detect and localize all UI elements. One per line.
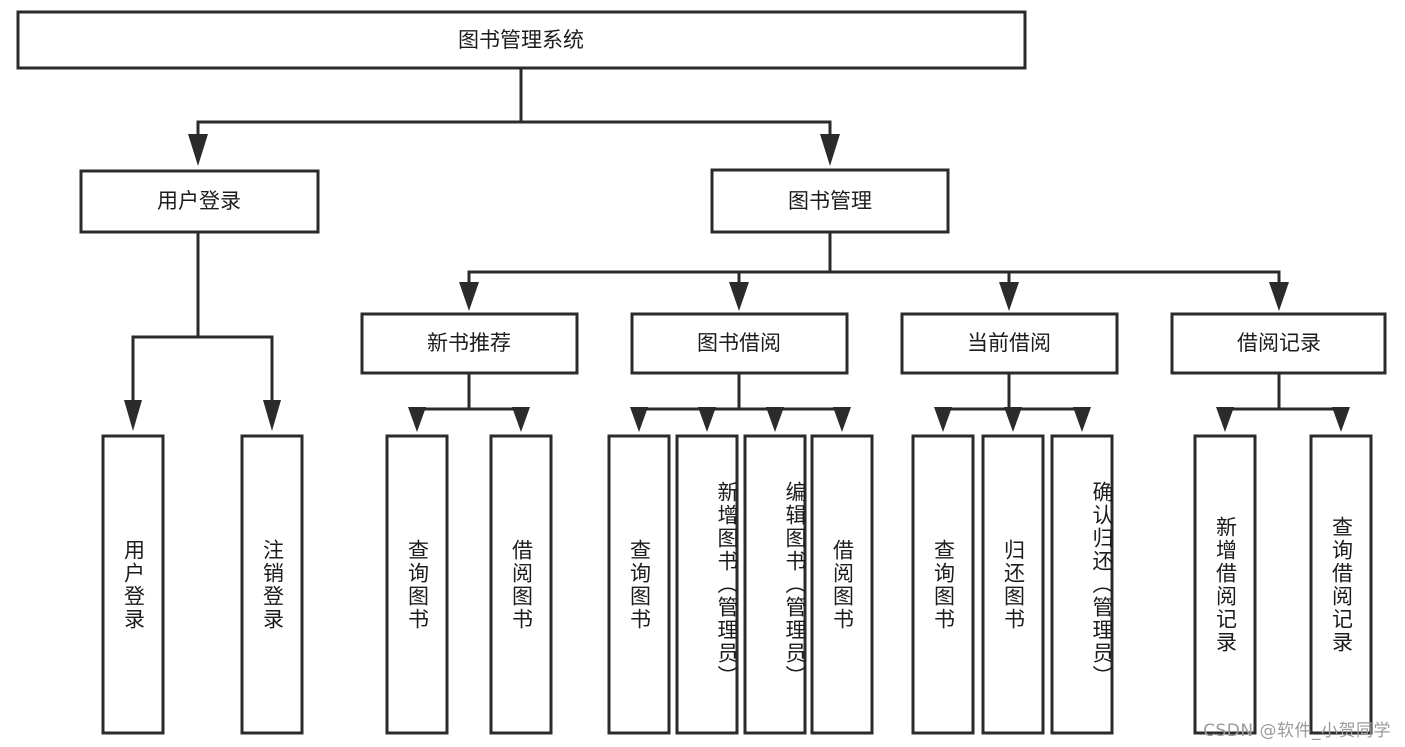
node-box-leaf-1[interactable] bbox=[101, 434, 165, 735]
node-label-bookmgmt: 图书管理 bbox=[788, 189, 872, 213]
node-box-leaf-12[interactable] bbox=[1193, 434, 1257, 735]
connector-group-root bbox=[188, 66, 840, 166]
node-label-records: 借阅记录 bbox=[1237, 331, 1321, 355]
node-box-newbook[interactable] bbox=[360, 312, 579, 375]
arrow-head-leaf-9 bbox=[934, 407, 952, 432]
arrow-head-records bbox=[1269, 282, 1289, 311]
node-box-root[interactable] bbox=[16, 10, 1027, 70]
node-box-leaf-8[interactable] bbox=[810, 434, 874, 735]
connector-group-newbook bbox=[408, 371, 530, 432]
node-boxes bbox=[16, 10, 1387, 735]
arrow-head-leaf-2 bbox=[263, 400, 281, 431]
node-box-leaf-7[interactable] bbox=[743, 434, 807, 735]
connector-group-records bbox=[1216, 371, 1350, 432]
arrow-head-leaf-11 bbox=[1073, 407, 1091, 432]
node-label-root: 图书管理系统 bbox=[458, 28, 584, 52]
arrow-head-leaf-5 bbox=[630, 407, 648, 432]
connector-group-borrow bbox=[630, 371, 851, 432]
arrow-head-newbook bbox=[459, 282, 479, 311]
watermark-text: CSDN @软件_小贺同学 bbox=[1203, 721, 1391, 741]
node-box-leaf-2[interactable] bbox=[240, 434, 304, 735]
arrow-head-leaf-13 bbox=[1332, 407, 1350, 432]
node-labels-horizontal: 图书管理系统 用户登录 图书管理 新书推荐 图书借阅 当前借阅 借阅记录 bbox=[157, 28, 1321, 355]
arrow-head-leaf-6 bbox=[698, 407, 716, 432]
node-box-current[interactable] bbox=[900, 312, 1119, 375]
arrow-head-leaf-4 bbox=[512, 407, 530, 432]
node-box-borrow[interactable] bbox=[630, 312, 849, 375]
arrow-head-leaf-7 bbox=[766, 407, 784, 432]
arrow-head-leaf-3 bbox=[408, 407, 426, 432]
arrow-head-current bbox=[999, 282, 1019, 311]
node-box-leaf-4[interactable] bbox=[489, 434, 553, 735]
arrow-head-leaf-12 bbox=[1216, 407, 1234, 432]
node-box-login[interactable] bbox=[79, 169, 320, 234]
arrow-head-bookmgmt bbox=[820, 134, 840, 166]
connector-group-current bbox=[934, 371, 1091, 432]
node-box-bookmgmt[interactable] bbox=[710, 168, 950, 234]
node-box-leaf-13[interactable] bbox=[1309, 434, 1373, 735]
node-box-leaf-11[interactable] bbox=[1050, 434, 1114, 735]
node-box-leaf-5[interactable] bbox=[607, 434, 671, 735]
connector-group-login bbox=[124, 230, 281, 431]
arrow-head-leaf-1 bbox=[124, 400, 142, 431]
arrow-head-borrow bbox=[729, 282, 749, 311]
arrow-head-leaf-8 bbox=[833, 407, 851, 432]
arrow-head-login bbox=[188, 134, 208, 166]
node-label-login: 用户登录 bbox=[157, 189, 241, 213]
node-box-records[interactable] bbox=[1170, 312, 1387, 375]
node-label-borrow: 图书借阅 bbox=[697, 331, 781, 355]
node-box-leaf-3[interactable] bbox=[385, 434, 449, 735]
node-label-current: 当前借阅 bbox=[967, 331, 1051, 355]
connector-group-bookmgmt bbox=[459, 230, 1289, 311]
arrow-head-leaf-10 bbox=[1004, 407, 1022, 432]
node-box-leaf-10[interactable] bbox=[981, 434, 1045, 735]
node-box-leaf-9[interactable] bbox=[911, 434, 975, 735]
node-box-leaf-6[interactable] bbox=[675, 434, 739, 735]
node-label-newbook: 新书推荐 bbox=[427, 331, 511, 355]
